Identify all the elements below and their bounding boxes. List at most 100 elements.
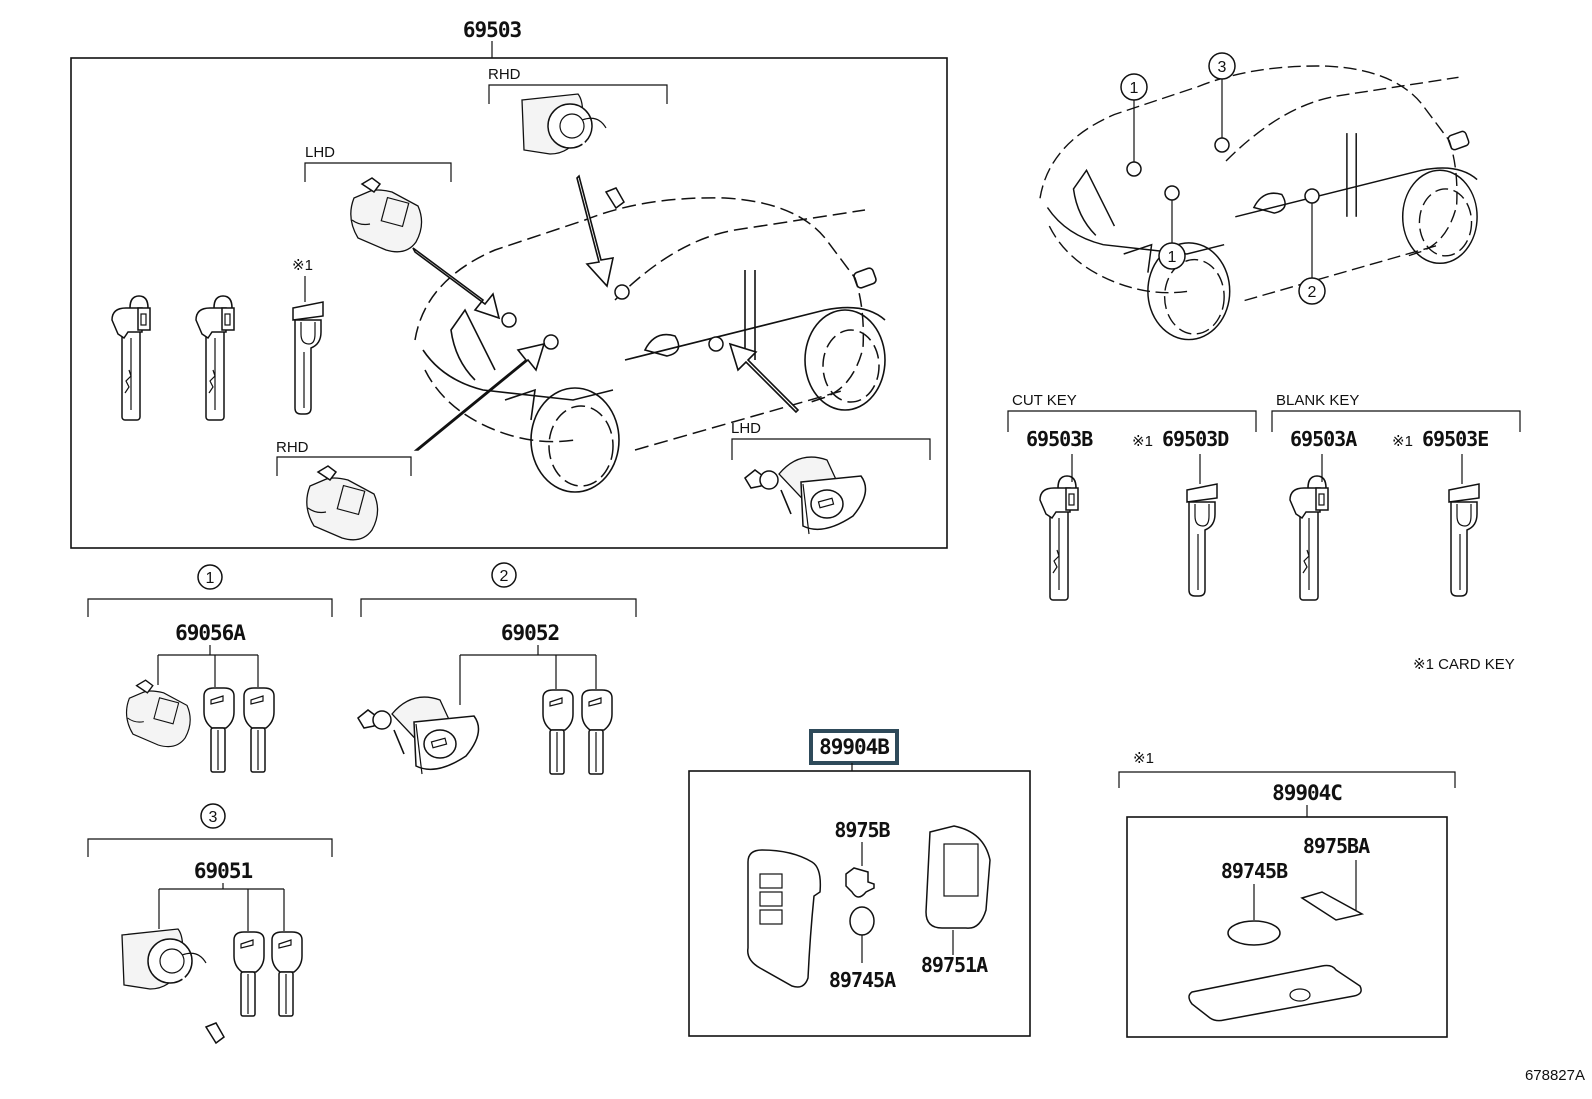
arrow-icon: [728, 342, 800, 414]
transponder-key-illustration-2: [581, 689, 613, 775]
part-number-89904C[interactable]: 89904C: [1272, 781, 1343, 805]
leader-lines: [459, 645, 597, 705]
arrow-icon: [413, 342, 546, 451]
card-logo: [1289, 988, 1311, 1002]
smart-key-fob-illustration: [747, 849, 822, 988]
battery-illustration: [849, 906, 875, 936]
location-point-2: [1304, 188, 1320, 204]
transponder-key-illustration-1: [203, 687, 235, 773]
image-code: 678827A: [1525, 1067, 1585, 1084]
card-key-mark: ※1: [292, 257, 313, 274]
bracket-set-2: [360, 598, 637, 617]
arrow-icon: [412, 247, 501, 320]
part-number-69503[interactable]: 69503: [463, 18, 523, 42]
location-callout-1-top-text: 1: [1130, 80, 1139, 97]
set-callout-3[interactable]: [200, 803, 226, 829]
part-number-8975BA[interactable]: 8975BA: [1303, 834, 1371, 858]
card-key-mark: ※1: [1132, 433, 1153, 450]
bracket-set-3: [87, 838, 333, 857]
cut-key-card-illustration: [1186, 483, 1218, 597]
leader-lines: [158, 883, 285, 931]
part-number-89745A[interactable]: 89745A: [829, 968, 897, 992]
label-lhd-right: LHD: [731, 420, 761, 437]
fob-button-icon: [759, 909, 783, 925]
part-number-89745B[interactable]: 89745B: [1221, 859, 1289, 883]
ring-key-illustration-2: [195, 295, 235, 421]
blank-key-label: BLANK KEY: [1276, 392, 1359, 409]
transponder-key-illustration-2: [243, 687, 275, 773]
location-callout-2-text: 2: [1308, 284, 1317, 301]
door-lock-cylinder-illustration: [125, 679, 191, 748]
location-point-rear-door: [708, 336, 724, 352]
fob-case-illustration: [925, 825, 991, 929]
bracket-lhd-left: [304, 162, 452, 182]
door-lock-cylinder-rhd-illustration: [306, 465, 379, 541]
location-callout-3-text: 3: [1218, 59, 1227, 76]
emblem-cover-illustration: [845, 867, 875, 898]
ignition-lock-illustration: [357, 696, 480, 775]
set-callout-1[interactable]: [197, 564, 223, 590]
card-key-mark: ※1: [1133, 750, 1154, 767]
bracket-set-1: [87, 598, 333, 617]
steering-lock-illustration: [120, 927, 226, 1045]
part-number-89751A[interactable]: 89751A: [921, 953, 989, 977]
label-rhd-bottom: RHD: [276, 439, 309, 456]
transponder-key-illustration-1: [233, 931, 265, 1017]
card-key-note: ※1 CARD KEY: [1413, 656, 1515, 673]
card-key-body-illustration: [1188, 964, 1362, 1022]
set-callout-2[interactable]: [491, 562, 517, 588]
bracket-lhd-right: [731, 438, 931, 460]
label-lhd-left: LHD: [305, 144, 335, 161]
card-label-illustration: [1300, 891, 1365, 921]
set-callout-3-text: 3: [209, 809, 218, 826]
set-callout-2-text: 2: [500, 568, 509, 585]
steering-lock-rhd-illustration: [520, 92, 626, 210]
highlight-box: [809, 729, 899, 765]
location-point-door-front: [501, 312, 517, 328]
vehicle-outline-illustration: [414, 197, 886, 493]
smart-key-frame: [688, 770, 1031, 1037]
card-key-group: ※1 89904C 89745B 8975BA: [1118, 750, 1456, 1038]
arrow-icon: [576, 174, 615, 288]
part-number-69503B[interactable]: 69503B: [1026, 427, 1094, 451]
part-number-69056A[interactable]: 69056A: [175, 621, 247, 645]
card-key-mark: ※1: [1392, 433, 1413, 450]
ring-key-illustration-1: [111, 295, 151, 421]
transponder-key-illustration-2: [271, 931, 303, 1017]
bracket-card-key: [1118, 771, 1456, 788]
bracket-rhd-bottom: [276, 456, 412, 476]
set-2-group: 2 69052: [357, 562, 637, 775]
part-number-69051[interactable]: 69051: [194, 859, 254, 883]
smart-key-group: 89904B 8975B 89745A 89751A: [688, 729, 1031, 1037]
location-point-ignition: [614, 284, 630, 300]
bracket-cut-key: [1007, 410, 1257, 432]
case-inner: [943, 843, 979, 897]
set-callout-1-text: 1: [206, 570, 215, 587]
vehicle-location-illustration: [1039, 65, 1478, 341]
ignition-lock-lhd-illustration: [744, 456, 867, 535]
location-callout-1-bottom[interactable]: [1158, 242, 1186, 270]
location-point-1a: [1126, 161, 1142, 177]
part-number-69503D[interactable]: 69503D: [1162, 427, 1230, 451]
leader-lines: [157, 645, 259, 687]
part-number-69052[interactable]: 69052: [501, 621, 560, 645]
blank-key-group: BLANK KEY 69503A ※1 69503E: [1271, 392, 1521, 601]
fob-button-icon: [759, 891, 783, 907]
location-point-3: [1214, 137, 1230, 153]
main-assembly-frame: [70, 57, 948, 549]
part-number-8975B[interactable]: 8975B: [834, 818, 891, 842]
cut-key-group: CUT KEY 69503B ※1 69503D: [1007, 392, 1257, 601]
part-number-89904B[interactable]: 89904B: [819, 735, 890, 759]
location-callout-1-bottom-text: 1: [1168, 249, 1177, 266]
cut-key-ring-illustration: [1039, 475, 1079, 601]
fob-button-icon: [759, 873, 783, 889]
set-3-group: 3 69051: [87, 803, 333, 1045]
part-number-69503E[interactable]: 69503E: [1422, 427, 1489, 451]
set-1-group: 1 69056A: [87, 564, 333, 773]
transponder-key-illustration-1: [542, 689, 574, 775]
part-number-69503A[interactable]: 69503A: [1290, 427, 1358, 451]
location-callout-2[interactable]: [1298, 277, 1326, 305]
location-point-door-right: [543, 334, 559, 350]
bracket-blank-key: [1271, 410, 1521, 432]
